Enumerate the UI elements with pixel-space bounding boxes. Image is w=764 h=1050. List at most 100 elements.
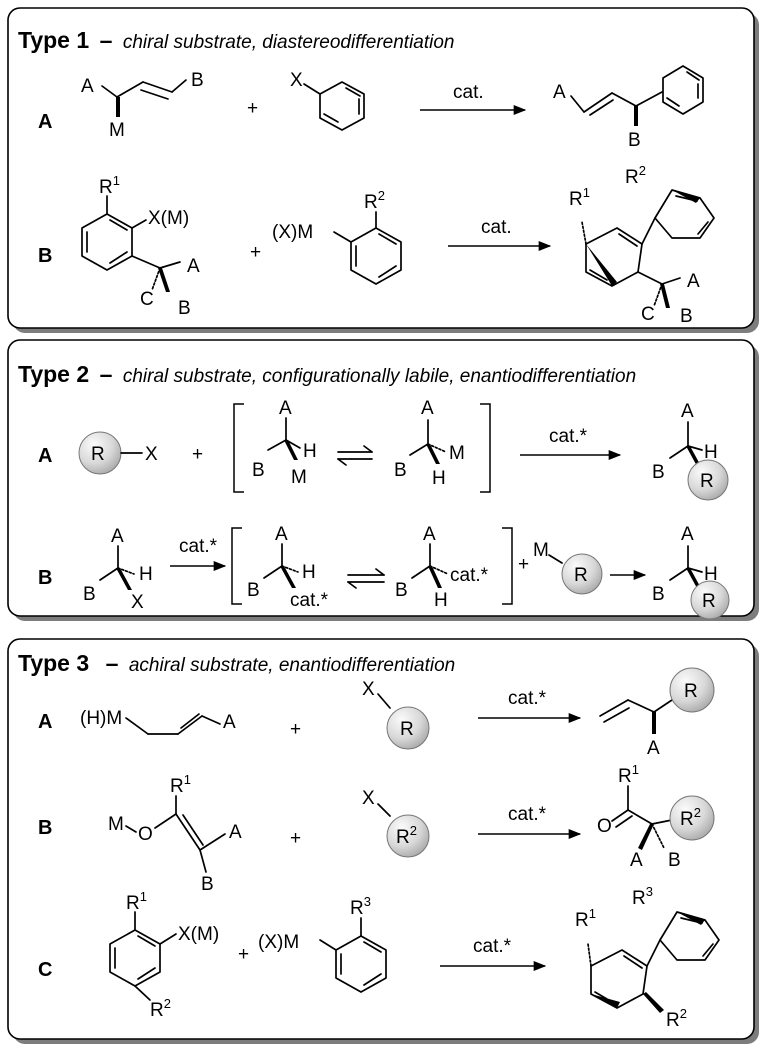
p1b-prod-r2-sup: 2 [639,163,646,178]
p1b-biaryl-product: R1 R2 A B C [569,163,715,327]
p2a-prod-a: A [681,401,694,422]
p2a-arrow-label: cat.* [549,426,588,447]
p2b-bracket-left [231,527,242,605]
p3a-arrow-label: cat.* [508,688,547,709]
p3a-allylmetal: (H)M A [80,708,236,735]
p3b-prod-b: B [668,850,681,871]
p1b-xm2: (X)M [272,222,313,243]
p1b-r1-letter: R [99,177,113,198]
p2a-eqr-b: B [394,460,407,481]
svg-text:R1: R1 [575,906,596,931]
p2b-b: B [83,584,96,605]
svg-text:Type 2 – chiral su: Type 2 – chiral substrate, configuration… [18,361,636,387]
p3a-hm: (H)M [80,708,122,729]
p1b-row-label: B [38,245,52,267]
p2b-m: M [533,540,549,561]
p3b-prod-r2-sup: 2 [694,805,701,820]
p3b-r-sup: 2 [410,823,417,838]
panel2-subtitle: chiral substrate, configurationally labi… [123,366,636,387]
p3b-aryl-halide: X R2 [362,788,430,858]
p1b-prod-label-c: C [641,304,655,325]
panel1-title: Type 1 [18,27,89,53]
p1a-label-b: B [191,70,204,91]
p1b-r1: R1 [99,173,120,198]
p3c-biaryl-precursor: R1 X(M) R2 [109,889,219,1021]
svg-text:R1: R1 [126,889,147,914]
p3a-r: R [400,719,414,740]
svg-text:R2: R2 [396,823,417,848]
p2a-equilibrium-arrows [337,445,373,466]
p3c-xm: X(M) [178,924,219,945]
panel-type2: Type 2 – chiral substrate, configuration… [7,339,759,621]
svg-text:R3: R3 [632,884,653,909]
p3-row-a: A (H)M A + X R cat.* [38,667,715,759]
p1b-prod-label-b: B [680,306,693,327]
p1b-prod-r2-letter: R [625,167,639,188]
svg-text:R3: R3 [350,894,371,919]
panel3-dash: – [106,650,119,676]
p3b-prod-r1-sup: 1 [632,762,639,777]
p3b-a: A [229,822,242,843]
p1b-label-c: C [140,289,154,310]
p2b-row-label: B [38,567,52,589]
p2a-eql-m: M [291,467,307,488]
p2b-organometallic: M R [533,540,603,595]
p3b-r-letter: R [396,827,410,848]
p3b-plus: + [290,828,301,849]
p2b-product: A B H R [652,524,730,620]
svg-text:R2: R2 [666,1006,687,1031]
p3a-row-label: A [38,711,52,733]
panel-type3: Type 3 – achiral substrate, enantiodiffe… [7,638,759,1044]
p1a-allyl-substrate: A B M [81,70,204,141]
p2-row-b: B A B H X cat.* A B H c [38,524,730,620]
p2a-r: R [91,444,105,465]
p2a-bracket-right [480,403,491,493]
p3c-r1-sup: 1 [140,889,147,904]
svg-text:R1: R1 [170,772,191,797]
p1a-aryl-halide: X [290,70,365,131]
panel1-subtitle: chiral substrate, diastereodifferentiati… [123,32,455,53]
p3b-x: X [362,788,375,809]
p2b-eql-a: A [275,524,288,545]
p1b-label-b: B [178,298,191,319]
p2b-bracket-right [502,527,513,605]
p3b-r1-letter: R [170,776,184,797]
svg-text:R1: R1 [569,185,590,210]
p2a-prod-h: H [704,442,718,463]
p2b-eql-b: B [247,580,260,601]
p3a-aryl-halide: X R [362,679,430,750]
p3c-r3-sup: 3 [364,894,371,909]
p3b-enolate: M O R1 A B [108,772,242,895]
p1a-product: A B [553,65,704,151]
p2a-eql-a: A [279,398,292,419]
p1b-prod-label-a: A [687,271,700,292]
p2a-aryl-halide: R X [78,431,158,475]
p1b-prod-r1-sup: 1 [583,185,590,200]
p3-row-c: C R1 X(M) R2 + (X)M [38,884,720,1031]
p3b-r1-sup: 1 [184,772,191,787]
p1-row-b: B R1 X(M) A B C + [38,163,715,327]
p3c-r3-letter: R [350,898,364,919]
p2a-eql-b: B [252,460,265,481]
p1b-r2-letter: R [364,192,378,213]
p2b-prod-h: H [704,564,718,585]
p2b-h: H [139,564,153,585]
p3c-row-label: C [38,959,52,981]
p1b-plus: + [250,242,261,263]
svg-text:Type 1 – chiral su: Type 1 – chiral substrate, diastereodiff… [18,27,455,53]
p2a-eq-left: A B H M [252,398,317,488]
panel2-title: Type 2 [18,361,89,387]
p2b-prod-a: A [681,524,694,545]
p3c-arrow-label: cat.* [473,936,512,957]
p2a-x: X [145,444,158,465]
p3c-xm2: (X)M [258,932,299,953]
p3b-b: B [201,874,214,895]
p3c-prod-r3-sup: 3 [646,884,653,899]
p3c-prod-r2-sup: 2 [680,1006,687,1021]
p1b-r2-sup: 2 [378,188,385,203]
p2a-plus: + [192,444,203,465]
p1a-label-m: M [109,120,125,141]
p3a-prod-r: R [684,681,698,702]
p2b-substrate: A B H X [83,526,153,613]
